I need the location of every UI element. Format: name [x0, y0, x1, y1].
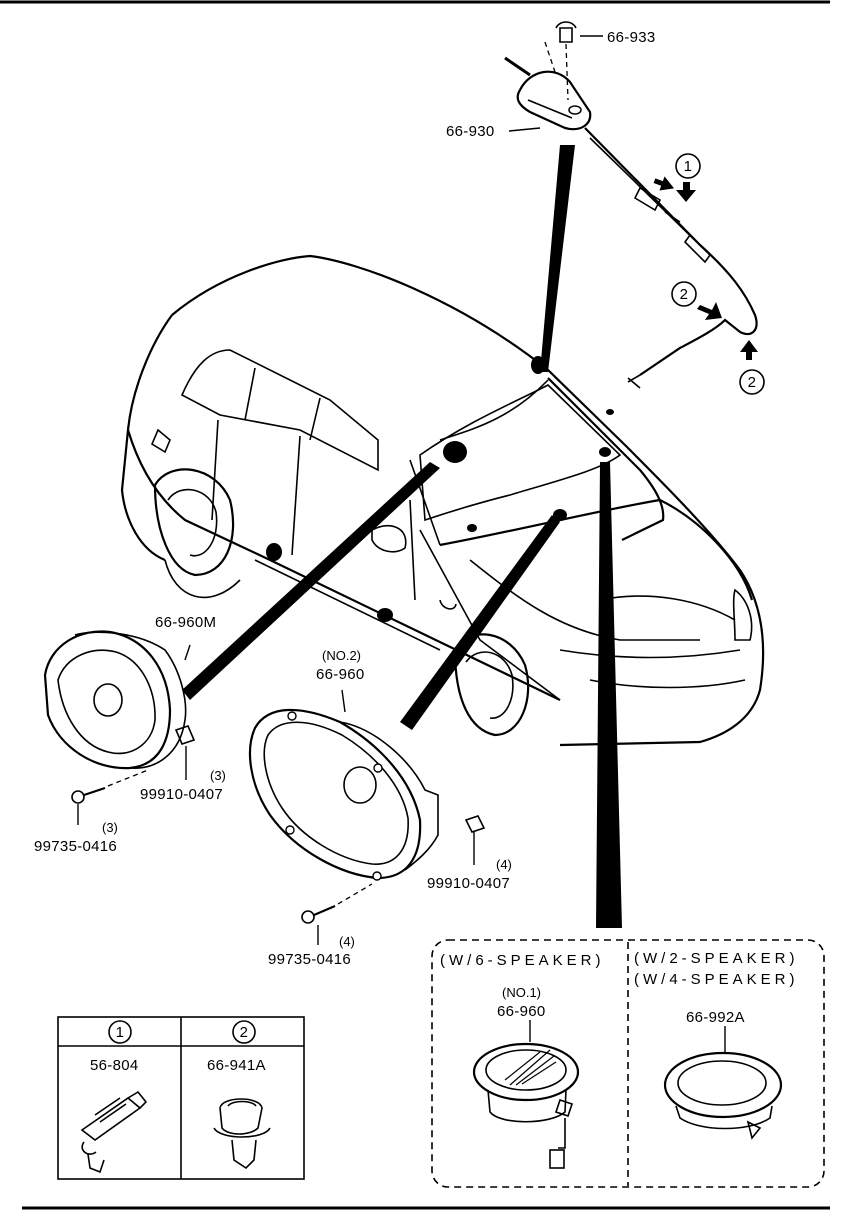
svg-text:2: 2 [748, 374, 757, 391]
label-screw-b: 99735-0416 [268, 951, 351, 968]
label-nut-b: 99910-0407 [427, 875, 510, 892]
label-antenna-bolt: 66-933 [607, 29, 656, 46]
label-screw-a-qty: (3) [102, 820, 118, 835]
label-nut-a-qty: (3) [210, 768, 226, 783]
rear-speaker [43, 630, 196, 825]
label-screw-b-qty: (4) [339, 934, 355, 949]
leader-wedges [182, 145, 622, 928]
legend-key-1 [108, 1020, 132, 1044]
svg-text:2: 2 [240, 1024, 249, 1041]
tweeter-right-heading-2: (W/4-SPEAKER) [634, 971, 799, 988]
tweeter-right-heading-1: (W/2-SPEAKER) [634, 950, 799, 967]
tweeter-right-part: 66-992A [686, 1009, 745, 1026]
tweeter-left-part: 66-960 [497, 1003, 546, 1020]
front-speaker [248, 689, 486, 945]
legend-part-1: 56-804 [90, 1057, 139, 1074]
callout-2-antenna-right: 2 [739, 369, 765, 395]
label-rear-speaker: 66-960M [155, 614, 216, 631]
svg-text:1: 1 [116, 1024, 125, 1041]
label-front-speaker-note: (NO.2) [322, 648, 361, 663]
antenna-assembly [504, 21, 758, 389]
callout-2-antenna-left: 2 [671, 281, 697, 307]
tweeter-left-note: (NO.1) [502, 985, 541, 1000]
vehicle-outline [120, 254, 765, 747]
legend-part-2: 66-941A [207, 1057, 266, 1074]
label-antenna-base: 66-930 [446, 123, 495, 140]
svg-text:1: 1 [684, 158, 693, 175]
legend-key-2 [232, 1020, 256, 1044]
label-nut-b-qty: (4) [496, 857, 512, 872]
legend-table: 1 2 56-804 66-941A [57, 1016, 305, 1180]
tweeter-variant-box: (W/6-SPEAKER) (NO.1) 66-960 (W/2-SPEAKER… [431, 939, 825, 1188]
label-nut-a: 99910-0407 [140, 786, 223, 803]
svg-text:2: 2 [680, 286, 689, 303]
label-screw-a: 99735-0416 [34, 838, 117, 855]
callout-1-antenna: 1 [675, 153, 701, 179]
label-front-speaker: 66-960 [316, 666, 365, 683]
tweeter-left-heading: (W/6-SPEAKER) [440, 952, 605, 969]
